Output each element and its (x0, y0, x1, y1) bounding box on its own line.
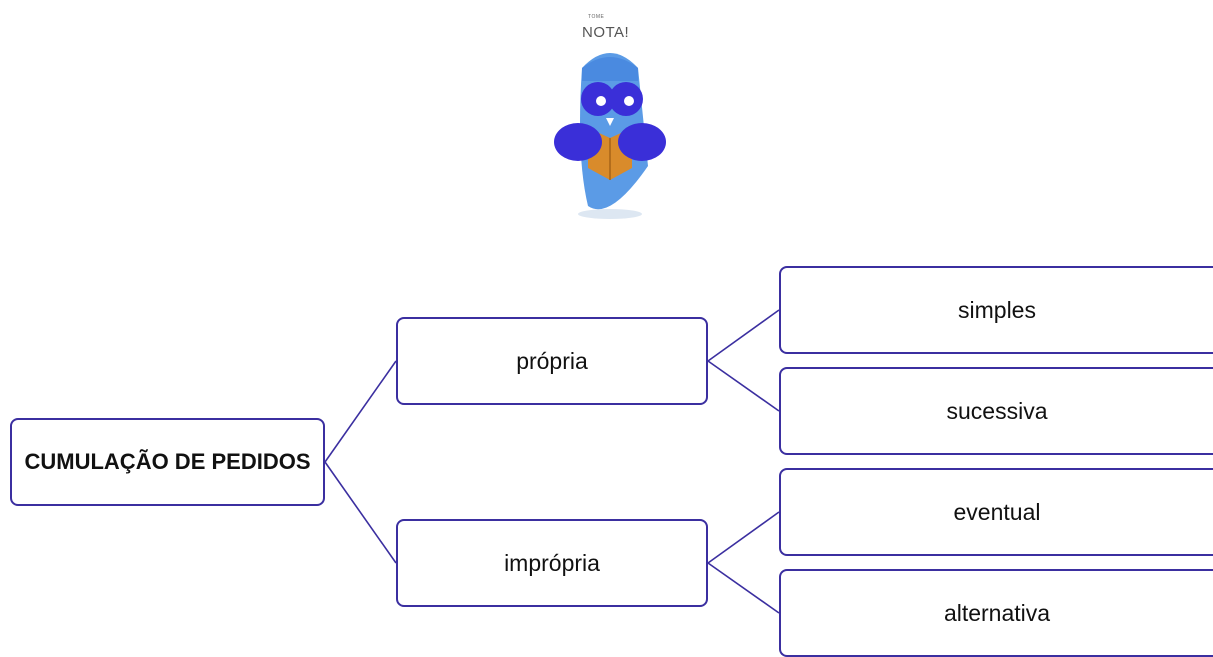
branch-node-propria: própria (396, 317, 708, 405)
leaf-node-alternativa: alternativa (779, 569, 1213, 657)
logo-small-text: TOME (588, 14, 605, 20)
leaf-node-simples: simples (779, 266, 1213, 354)
connector-impropria-alternativa (707, 562, 780, 614)
owl-mascot-icon (554, 53, 666, 219)
tome-nota-logo: TOME NOTA! (540, 6, 680, 226)
leaf-label: simples (958, 296, 1036, 323)
branch-label: imprópria (504, 549, 600, 576)
branch-node-impropria: imprópria (396, 519, 708, 607)
branch-label: própria (516, 347, 588, 374)
connector-root-impropria (324, 461, 397, 564)
leaf-node-sucessiva: sucessiva (779, 367, 1213, 455)
root-label: CUMULAÇÃO DE PEDIDOS (24, 449, 311, 475)
root-node: CUMULAÇÃO DE PEDIDOS (10, 418, 325, 506)
connector-propria-simples (707, 309, 780, 362)
logo-main-text: NOTA! (582, 24, 630, 41)
connector-propria-sucessiva (707, 360, 780, 412)
leaf-label: sucessiva (946, 397, 1048, 424)
leaf-label: alternativa (943, 599, 1051, 626)
connector-impropria-eventual (707, 511, 780, 564)
leaf-node-eventual: eventual (779, 468, 1213, 556)
leaf-label: eventual (953, 498, 1041, 525)
connector-root-propria (324, 360, 397, 463)
